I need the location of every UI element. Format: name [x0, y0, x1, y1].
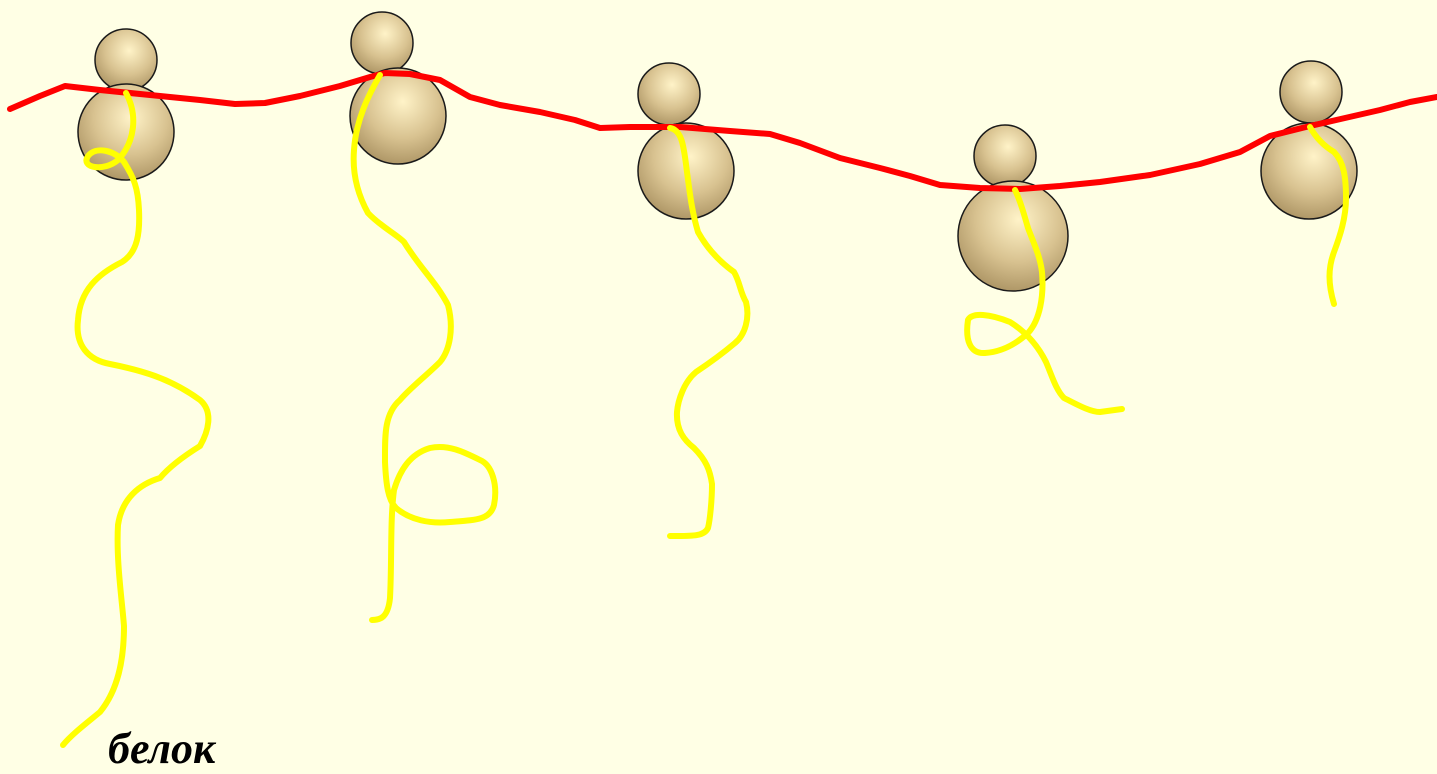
protein-label: белок [108, 724, 217, 773]
protein-strand-2 [350, 72, 499, 623]
protein-strand-4 [964, 187, 1125, 415]
particle-group-4 [957, 124, 1069, 292]
particle-large-4 [957, 180, 1069, 292]
protein-strand-5 [1307, 124, 1349, 307]
particle-small-1 [94, 28, 158, 92]
particle-group-5 [1260, 60, 1358, 220]
particle-small-5 [1279, 60, 1343, 124]
particle-large-5 [1260, 122, 1358, 220]
particle-group-2 [349, 11, 447, 165]
particle-small-2 [350, 11, 414, 75]
protein-strand-3 [667, 125, 751, 540]
protein-strand-1 [60, 90, 212, 748]
particle-group-3 [637, 62, 735, 220]
red-chain [7, 70, 1437, 192]
particle-small-3 [637, 62, 701, 126]
particle-small-4 [973, 124, 1037, 188]
particle-large-1 [77, 83, 175, 181]
particle-large-2 [349, 67, 447, 165]
particle-group-1 [77, 28, 175, 181]
